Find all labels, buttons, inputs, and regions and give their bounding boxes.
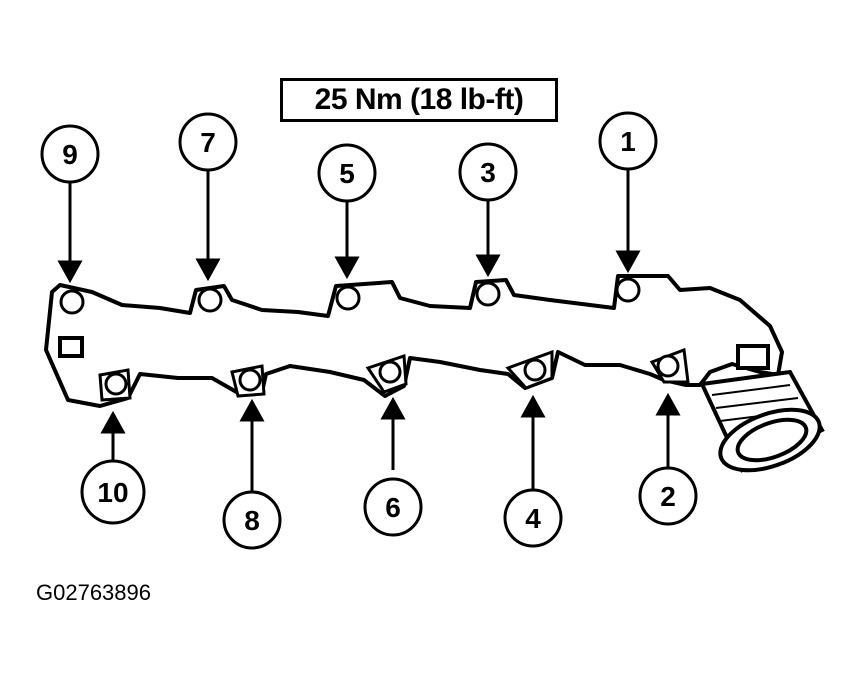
lower-bolts	[98, 347, 690, 402]
callout-circle-10	[80, 459, 146, 525]
callout-label-3: 3	[480, 157, 496, 188]
arrows	[57, 168, 681, 492]
callouts	[40, 111, 698, 550]
callout-label-8: 8	[244, 505, 260, 536]
callout-circle-8	[222, 490, 282, 550]
callout-circle-3	[458, 142, 518, 202]
torque-spec-box: 25 Nm (18 lb-ft)	[280, 78, 558, 122]
outlet-flange	[699, 344, 825, 473]
upper-bolts	[59, 277, 641, 315]
callout-label-6: 6	[385, 492, 401, 523]
bolt-10	[104, 372, 128, 396]
bolt-2	[656, 354, 680, 378]
callout-circle-5	[317, 143, 377, 203]
bolt-7	[197, 287, 223, 313]
figure-id: G02763896	[36, 580, 151, 605]
bolt-6	[378, 360, 402, 384]
bolt-4	[523, 358, 547, 382]
callout-label-10: 10	[97, 477, 128, 508]
callout-circle-1	[598, 111, 658, 171]
callout-circle-9	[40, 124, 100, 184]
callout-circle-4	[503, 488, 563, 548]
bolt-8	[238, 368, 262, 392]
callout-circle-7	[178, 112, 238, 172]
callout-label-1: 1	[620, 126, 636, 157]
bolt-1	[615, 277, 641, 303]
callout-label-5: 5	[339, 158, 355, 189]
bolt-3	[475, 281, 501, 307]
end-port	[58, 336, 84, 358]
callout-label-9: 9	[62, 139, 78, 170]
callout-label-7: 7	[200, 127, 216, 158]
callout-circle-2	[638, 466, 698, 526]
callout-circle-6	[363, 477, 423, 537]
callout-label-4: 4	[525, 503, 541, 534]
callout-label-2: 2	[660, 481, 676, 512]
manifold-body	[44, 274, 784, 408]
bolt-5	[335, 285, 361, 311]
bolt-9	[59, 289, 85, 315]
